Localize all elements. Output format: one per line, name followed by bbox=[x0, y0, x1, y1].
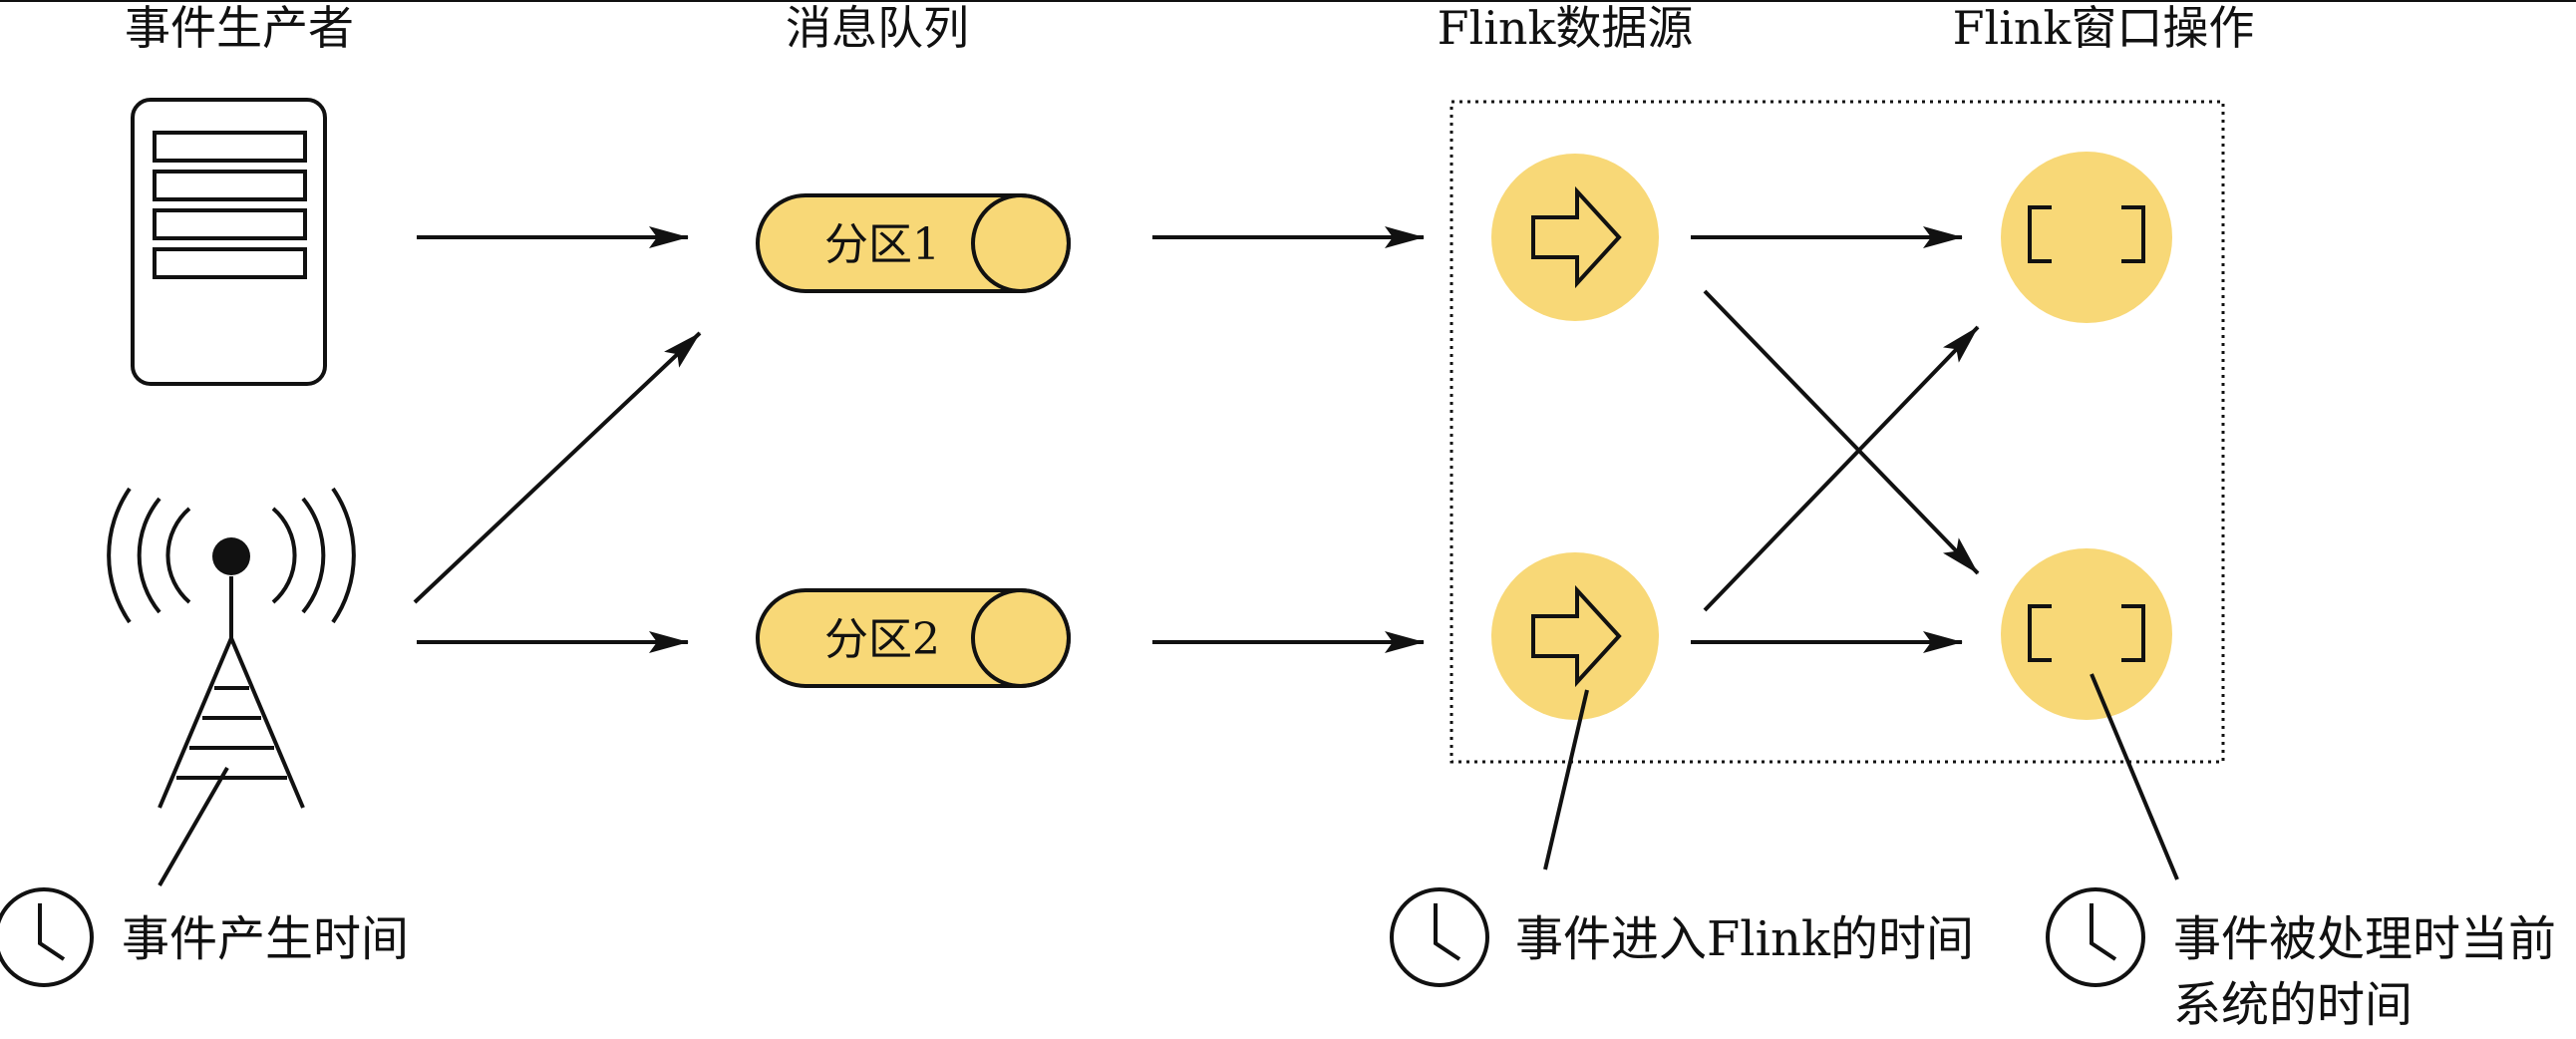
note-processing-time-line2: 系统的时间 bbox=[2173, 977, 2413, 1033]
server-icon bbox=[131, 98, 327, 386]
column-title-window: Flink窗口操作 bbox=[1953, 1, 2255, 55]
column-title-source: Flink数据源 bbox=[1438, 1, 1694, 55]
clock-icon bbox=[0, 887, 94, 987]
clock-icon bbox=[2046, 887, 2145, 987]
arrow-source-2-to-window-1 bbox=[1703, 325, 1980, 612]
bracket-window-icon bbox=[2028, 604, 2145, 662]
window-node-1 bbox=[2001, 152, 2172, 323]
partition-1-label: 分区1 bbox=[824, 219, 940, 270]
arrow-right-icon bbox=[1531, 185, 1622, 289]
note-event-time: 事件产生时间 bbox=[122, 911, 409, 967]
arrow-antenna-to-partition-1 bbox=[413, 331, 702, 604]
bracket-window-icon bbox=[2028, 205, 2145, 263]
window-node-2 bbox=[2001, 548, 2172, 720]
partition-1: 分区1 bbox=[756, 193, 1071, 293]
partition-2: 分区2 bbox=[756, 588, 1071, 688]
pointer-processing-time bbox=[2090, 673, 2179, 880]
column-title-queue: 消息队列 bbox=[786, 1, 969, 55]
pointer-event-time bbox=[158, 767, 229, 886]
source-node-2 bbox=[1491, 552, 1659, 720]
column-title-producers: 事件生产者 bbox=[125, 1, 354, 55]
arrow-right-icon bbox=[1531, 584, 1622, 688]
arrow-source-1-to-window-2 bbox=[1703, 289, 1980, 575]
clock-icon bbox=[1390, 887, 1489, 987]
partition-2-label: 分区2 bbox=[824, 614, 940, 665]
note-ingestion-time: 事件进入Flink的时间 bbox=[1515, 911, 1974, 967]
note-processing-time-line1: 事件被处理时当前 bbox=[2173, 911, 2556, 967]
flink-job-boundary bbox=[1449, 100, 2225, 764]
pointer-ingestion-time bbox=[1543, 689, 1589, 870]
source-node-1 bbox=[1491, 154, 1659, 321]
antenna-tower-icon bbox=[107, 487, 356, 809]
